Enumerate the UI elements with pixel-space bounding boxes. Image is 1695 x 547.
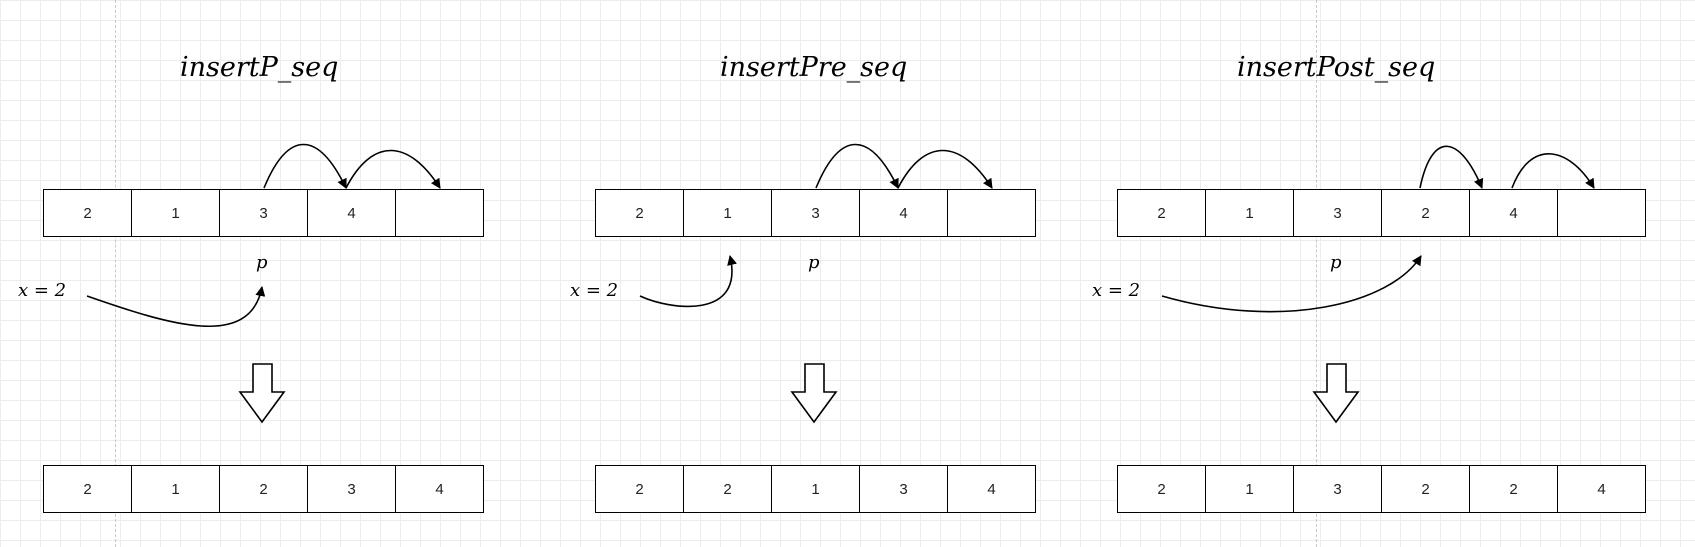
array-cell: 3 [1294,466,1382,512]
panel-3-x-label: x = 2 [1092,280,1141,301]
panel-3-p-label: p [1330,252,1342,273]
array-cell: 3 [220,190,308,236]
shift-arrow [263,143,347,189]
array-cell: 2 [1382,466,1470,512]
down-arrow [790,363,838,424]
shift-arrow [1511,153,1595,189]
array-cell [1558,190,1645,236]
guide-line-left [115,0,116,547]
panel-2-x-label: x = 2 [570,280,619,301]
array-cell: 3 [772,190,860,236]
panel-2-title: insertPre_seq [720,52,908,83]
array-cell: 1 [684,190,772,236]
array-cell: 4 [1597,480,1606,498]
panel-1-after-array: 2 1 2 3 4 [43,465,484,513]
array-cell: 2 [1118,190,1206,236]
panel-3-before-array: 2 1 3 2 4 [1117,189,1646,237]
array-cell: 2 [44,190,132,236]
insert-arrow [639,255,737,308]
array-cell: 2 [596,190,684,236]
panel-1-title: insertP_seq [180,52,339,83]
insert-arrow [86,286,266,327]
array-cell: 2 [1470,466,1558,512]
array-cell: 4 [860,190,948,236]
panel-1-p-label: p [256,252,268,273]
array-cell: 3 [860,466,948,512]
array-cell: 2 [44,466,132,512]
array-cell [396,190,483,236]
array-cell [948,190,1035,236]
array-cell: 2 [596,466,684,512]
shift-arrow [1419,145,1484,189]
down-arrow [238,363,286,424]
array-cell: 2 [220,466,308,512]
insert-arrow [1161,255,1422,313]
array-cell: 2 [1118,466,1206,512]
panel-1-before-array: 2 1 3 4 [43,189,484,237]
array-cell: 4 [435,480,444,498]
array-cell: 1 [1206,466,1294,512]
shift-arrow [815,143,899,189]
down-arrow [1312,363,1360,424]
panel-2-after-array: 2 2 1 3 4 [595,465,1036,513]
array-cell: 1 [132,190,220,236]
array-cell: 2 [684,466,772,512]
panel-2-p-label: p [808,252,820,273]
array-cell: 3 [1294,190,1382,236]
array-cell: 1 [772,466,860,512]
panel-3-title: insertPost_seq [1237,52,1436,83]
array-cell: 4 [1470,190,1558,236]
shift-arrow [897,149,993,189]
array-cell: 4 [308,190,396,236]
array-cell: 1 [1206,190,1294,236]
array-cell: 3 [308,466,396,512]
panel-3-after-array: 2 1 3 2 2 4 [1117,465,1646,513]
array-cell: 1 [132,466,220,512]
panel-2-before-array: 2 1 3 4 [595,189,1036,237]
shift-arrow [345,149,441,189]
panel-1-x-label: x = 2 [18,280,67,301]
array-cell: 2 [1382,190,1470,236]
array-cell: 4 [987,480,996,498]
